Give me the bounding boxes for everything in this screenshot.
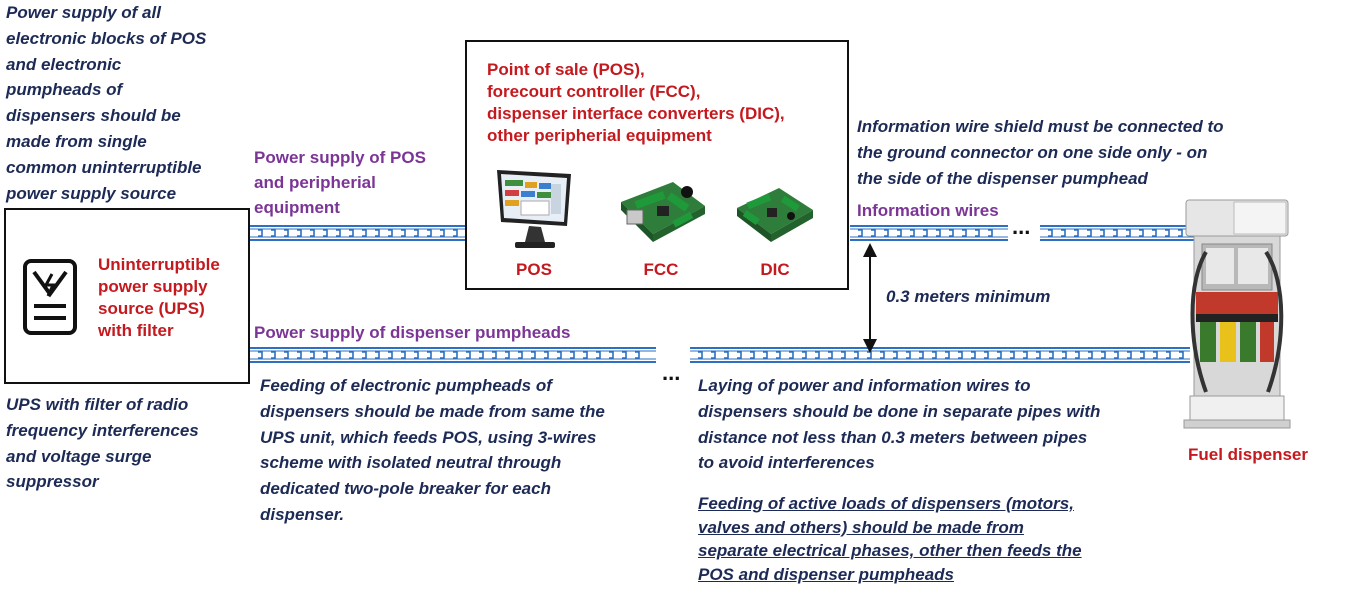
- dispenser-label: Fuel dispenser: [1188, 445, 1308, 464]
- pos-equipment-box: Point of sale (POS), forecourt controlle…: [465, 40, 849, 290]
- dic-board-icon: [733, 182, 817, 257]
- pumphead-power-pipe-a: [250, 347, 656, 363]
- note-distance: 0.3 meters minimum: [886, 287, 1051, 306]
- note-active-loads: Feeding of active loads of dispensers (m…: [698, 494, 1082, 584]
- ups-battery-icon: [22, 258, 78, 341]
- fcc-board-icon: [613, 176, 709, 257]
- pumphead-power-pipe-b: [690, 347, 1190, 363]
- device-label-dic: DIC: [760, 260, 790, 279]
- pos-terminal-icon: [491, 166, 577, 257]
- ups-title: Uninterruptible power supply source (UPS…: [98, 255, 220, 340]
- ellipsis-info-wires: ...: [1012, 214, 1031, 239]
- note-feeding-pumpheads: Feeding of electronic pumpheads of dispe…: [260, 376, 605, 524]
- fuel-dispenser-icon: [1176, 192, 1306, 437]
- note-laying: Laying of power and information wires to…: [698, 376, 1101, 473]
- label-info-wires: Information wires: [857, 201, 999, 220]
- ups-box: Uninterruptible power supply source (UPS…: [4, 208, 250, 384]
- info-wire-pipe-a: [850, 225, 1008, 241]
- note-shield: Information wire shield must be connecte…: [857, 117, 1224, 188]
- pos-power-pipe: [250, 225, 465, 241]
- note-ups-filter: UPS with filter of radio frequency inter…: [6, 395, 199, 492]
- label-pos-power: Power supply of POS and peripherial equi…: [254, 148, 426, 217]
- device-label-pos: POS: [516, 260, 552, 279]
- pos-box-title: Point of sale (POS), forecourt controlle…: [487, 60, 785, 145]
- info-wire-pipe-b: [1040, 225, 1196, 241]
- note-power-all: Power supply of all electronic blocks of…: [6, 3, 207, 203]
- device-label-fcc: FCC: [643, 260, 679, 279]
- ellipsis-pump-power: ...: [662, 360, 681, 385]
- label-pump-power: Power supply of dispenser pumpheads: [254, 323, 571, 342]
